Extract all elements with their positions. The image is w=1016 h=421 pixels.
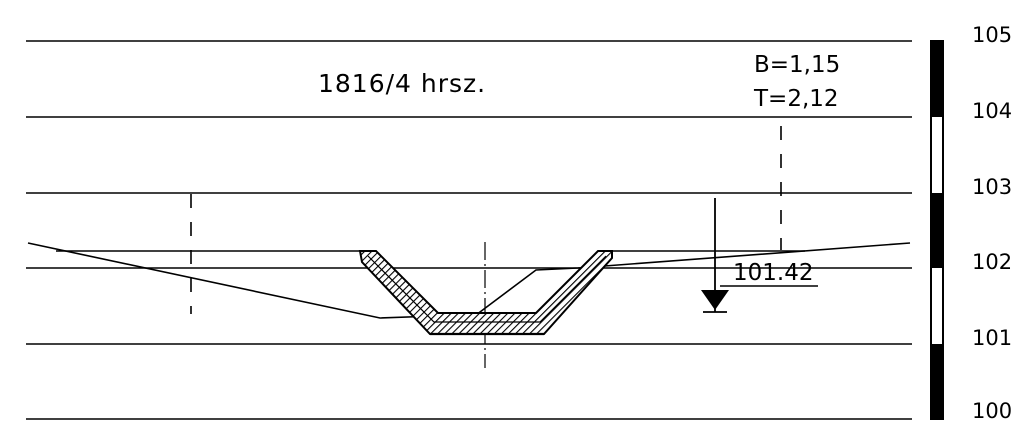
- channel-inner-surface: [367, 255, 607, 323]
- elevation-scale: 105 104 103 102 101 100: [930, 23, 1012, 421]
- water-level-marker: 101.42: [701, 198, 818, 313]
- scale-label-104: 104: [972, 99, 1012, 123]
- elevation-grid: [26, 40, 912, 420]
- water-level-label: 101.42: [733, 260, 813, 286]
- scale-segment-3: [931, 344, 943, 419]
- dashed-markers: [190, 126, 782, 314]
- existing-terrain-right: [475, 242, 911, 316]
- water-level-triangle: [701, 290, 729, 310]
- scale-label-103: 103: [972, 175, 1012, 199]
- b-parameter-label: B=1,15: [754, 52, 840, 78]
- channel-lining: [358, 250, 613, 336]
- scale-label-100: 100: [972, 399, 1012, 421]
- scale-label-101: 101: [972, 326, 1012, 350]
- scale-segment-1: [931, 41, 943, 117]
- scale-label-105: 105: [972, 23, 1012, 47]
- parcel-label: 1816/4 hrsz.: [318, 69, 486, 98]
- scale-segment-2: [931, 193, 943, 268]
- t-parameter-label: T=2,12: [753, 86, 839, 112]
- scale-label-102: 102: [972, 250, 1012, 274]
